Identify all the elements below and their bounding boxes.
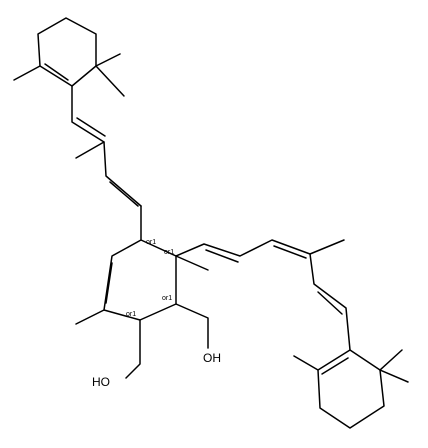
stereo-label: or1 — [146, 239, 156, 246]
bottom-cyclohexene-ring — [293, 349, 409, 429]
top-polyene-chain — [71, 85, 142, 207]
hydroxymethyl-groups — [125, 303, 209, 379]
top-cyclohexene-ring — [13, 17, 125, 97]
central-ring — [75, 205, 209, 325]
hydroxyl-label-left: HO — [92, 375, 110, 389]
right-polyene-chain — [175, 239, 351, 351]
stereo-label: or1 — [164, 249, 174, 256]
hydroxyl-label-right: OH — [203, 351, 221, 365]
stereo-label: or1 — [162, 295, 172, 302]
stereo-label: or1 — [126, 311, 136, 318]
